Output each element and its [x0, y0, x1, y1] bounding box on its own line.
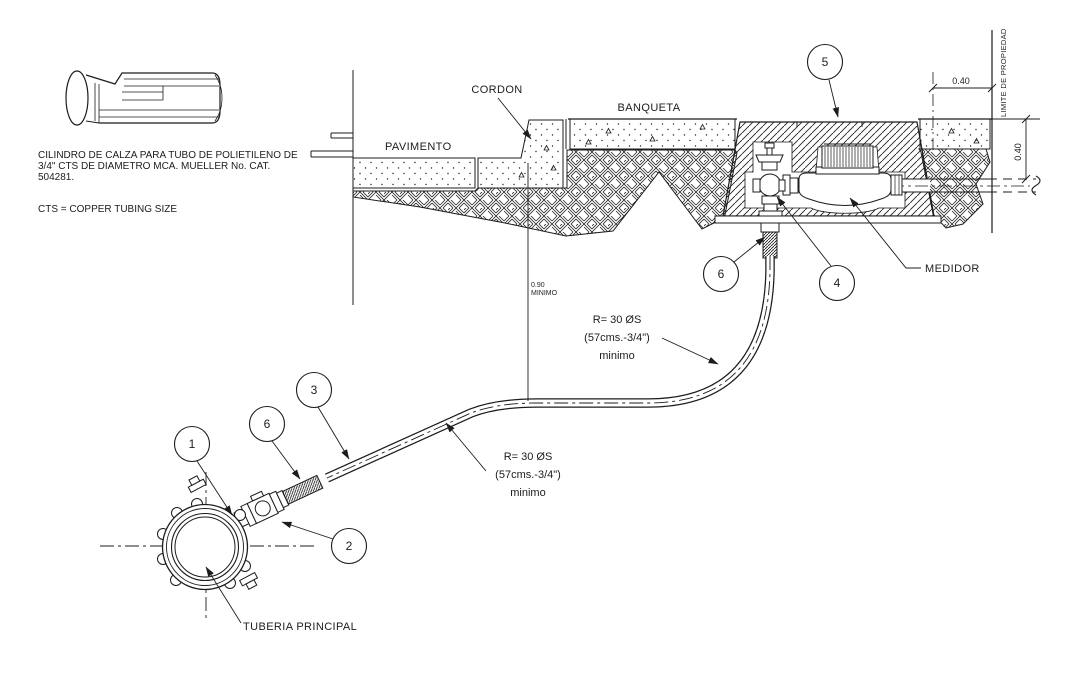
cordon-leader [497, 97, 532, 140]
radius-note-lower: R= 30 ØS (57cms.-3/4") minimo [495, 451, 561, 499]
dim-depth-right-value: 0.40 [1013, 143, 1023, 161]
callout-3: 3 [311, 383, 318, 397]
pavement-slab [352, 157, 476, 189]
callout-circle-3 [295, 371, 333, 409]
corporation-stop [233, 474, 324, 529]
riser-coupling [760, 222, 780, 259]
cylinder-note-l1: CILINDRO DE CALZA PARA TUBO DE POLIETILE… [38, 150, 298, 161]
cylinder-inset [65, 70, 223, 126]
tuberia-leader [205, 566, 242, 624]
callout4-leader [776, 196, 832, 267]
radius-upper-l3: minimo [599, 350, 634, 362]
pavimento-label: PAVIMENTO [385, 141, 452, 153]
callout-circle-1 [173, 425, 211, 463]
sidewalk-slab-left [565, 118, 736, 150]
banqueta-label: BANQUETA [618, 102, 681, 114]
angle-valve [752, 142, 786, 217]
callout-1: 1 [189, 437, 196, 451]
callout-circle-2 [330, 527, 368, 565]
callout3-leader [317, 406, 350, 460]
callout-2: 2 [346, 539, 353, 553]
dim-offset-top [928, 72, 997, 152]
callout-5: 5 [822, 55, 829, 69]
service-pipe-curve [325, 256, 775, 483]
medidor-leader [849, 197, 921, 269]
dim-offset-top-value: 0.40 [952, 76, 970, 86]
callout-4: 4 [834, 276, 841, 290]
radius-lower-leader [445, 422, 487, 472]
radius-note-upper: R= 30 ØS (57cms.-3/4") minimo [584, 314, 650, 362]
dim-min-depth-word: MINIMO [531, 290, 558, 297]
tuberia-principal-label: TUBERIA PRINCIPAL [243, 621, 357, 633]
medidor-label: MEDIDOR [925, 263, 980, 275]
callout1-leader [196, 460, 233, 516]
dim-depth-right [1021, 114, 1031, 184]
radius-upper-l2: (57cms.-3/4") [584, 332, 650, 344]
dim-min-depth-value: 0.90 [531, 282, 545, 289]
tapping-saddle [157, 475, 259, 591]
cylinder-note: CILINDRO DE CALZA PARA TUBO DE POLIETILE… [38, 150, 298, 215]
callout-circle-6-upper [702, 255, 740, 293]
callout-circle-5 [806, 43, 844, 81]
water-meter [782, 143, 903, 206]
sidewalk-slab-right [919, 118, 991, 150]
curb-block [477, 119, 564, 189]
callout-bubbles [173, 43, 856, 565]
callout-6-lower: 6 [264, 417, 271, 431]
radius-upper-l1: R= 30 ØS [593, 314, 642, 326]
callout-circle-6-lower [248, 405, 286, 443]
callout-6-upper: 6 [718, 267, 725, 281]
radius-lower-l3: minimo [510, 487, 545, 499]
callout5-leader [828, 79, 839, 118]
callout2-leader [281, 521, 334, 540]
cordon-label: CORDON [471, 84, 522, 96]
callout-circle-4 [818, 264, 856, 302]
pavement-edge-lines [310, 70, 354, 305]
radius-lower-l2: (57cms.-3/4") [495, 469, 561, 481]
cylinder-note-l3: 504281. [38, 172, 74, 183]
cts-note: CTS = COPPER TUBING SIZE [38, 204, 177, 215]
limite-de-propiedad-label: LIMITE DE PROPIEDAD [999, 28, 1008, 117]
leader-lines [196, 79, 921, 624]
cylinder-note-l2: 3/4" CTS DE DIAMETRO MCA. MUELLER No. CA… [38, 161, 270, 172]
callout6-lower-leader [271, 440, 301, 480]
callout-numbers: 1 6 3 2 5 6 4 [189, 55, 841, 553]
radius-upper-leader [661, 337, 719, 365]
radius-lower-l1: R= 30 ØS [504, 451, 553, 463]
callout6-upper-leader [733, 236, 766, 263]
